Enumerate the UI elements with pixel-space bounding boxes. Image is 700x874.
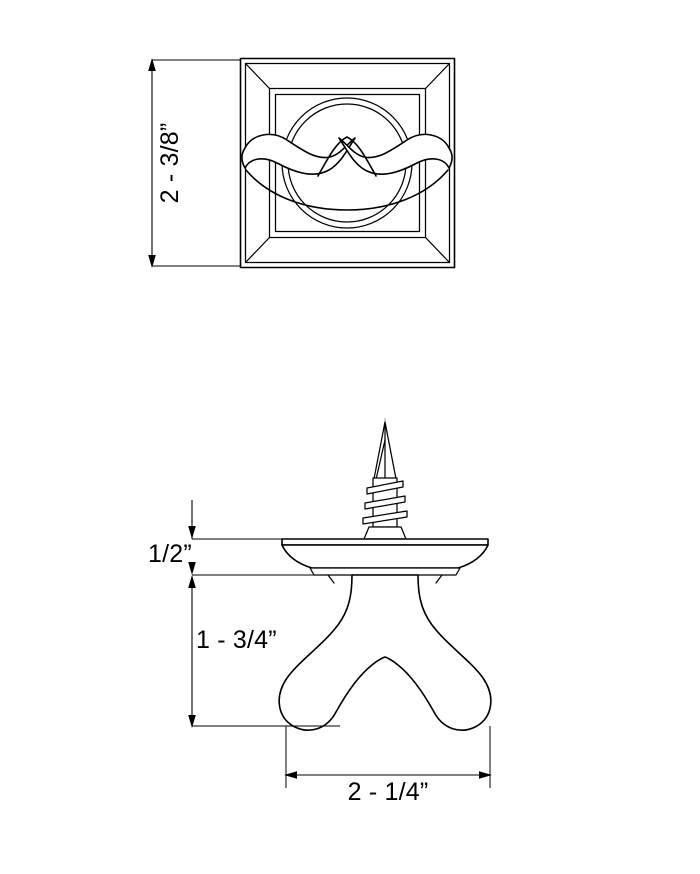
base-disc-under-rim (309, 567, 461, 576)
knob-arm-left-top-view (241, 133, 356, 175)
screw-thread-2 (364, 495, 406, 510)
knob-arm-right-top-view (338, 133, 453, 175)
dimension-label-knob-projection: 1 - 3/4” (196, 626, 277, 654)
bevel-mitre-top-left (244, 62, 271, 90)
side-view-group: 1/2” 1 - 3/4” 2 - 1/4” (148, 418, 492, 806)
arrowhead-plate-height-top (148, 58, 156, 71)
base-disc-body (281, 544, 489, 569)
base-disc-group (281, 538, 489, 584)
screw-collar (363, 526, 407, 540)
screw-thread-1 (366, 480, 404, 495)
base-disc-shoulder-right (435, 574, 443, 584)
base-disc-shoulder-left (327, 574, 335, 584)
knob-body-wishbone (278, 574, 492, 731)
arrowhead-plate-height-bottom (148, 255, 156, 268)
knob-crest-top-view (317, 136, 377, 177)
arrowhead-thickness-bottom (188, 562, 196, 575)
dimension-label-base-thickness: 1/2” (148, 540, 192, 568)
arrowhead-projection-bottom (188, 715, 196, 728)
base-disc-top-rim (281, 538, 489, 546)
bevel-mitre-top-right (424, 62, 451, 90)
knob-arm-lower-sweep (245, 169, 449, 211)
dimension-label-knob-width: 2 - 1/4” (348, 778, 429, 806)
bevel-mitre-bottom-left (244, 236, 271, 264)
arrowhead-projection-top (188, 575, 196, 588)
screw-thread-3 (362, 510, 408, 525)
dimension-label-plate-height: 2 - 3/8” (156, 123, 184, 204)
arrowhead-width-right (479, 771, 492, 779)
top-view-group: 2 - 3/8” (148, 57, 456, 269)
screw-tip-flank (374, 439, 386, 485)
arrowhead-width-left (284, 771, 297, 779)
bevel-mitre-bottom-right (424, 236, 451, 264)
mounting-screw-group (362, 421, 408, 540)
knob-body-group (278, 574, 492, 731)
arrowhead-thickness-top (188, 526, 196, 539)
